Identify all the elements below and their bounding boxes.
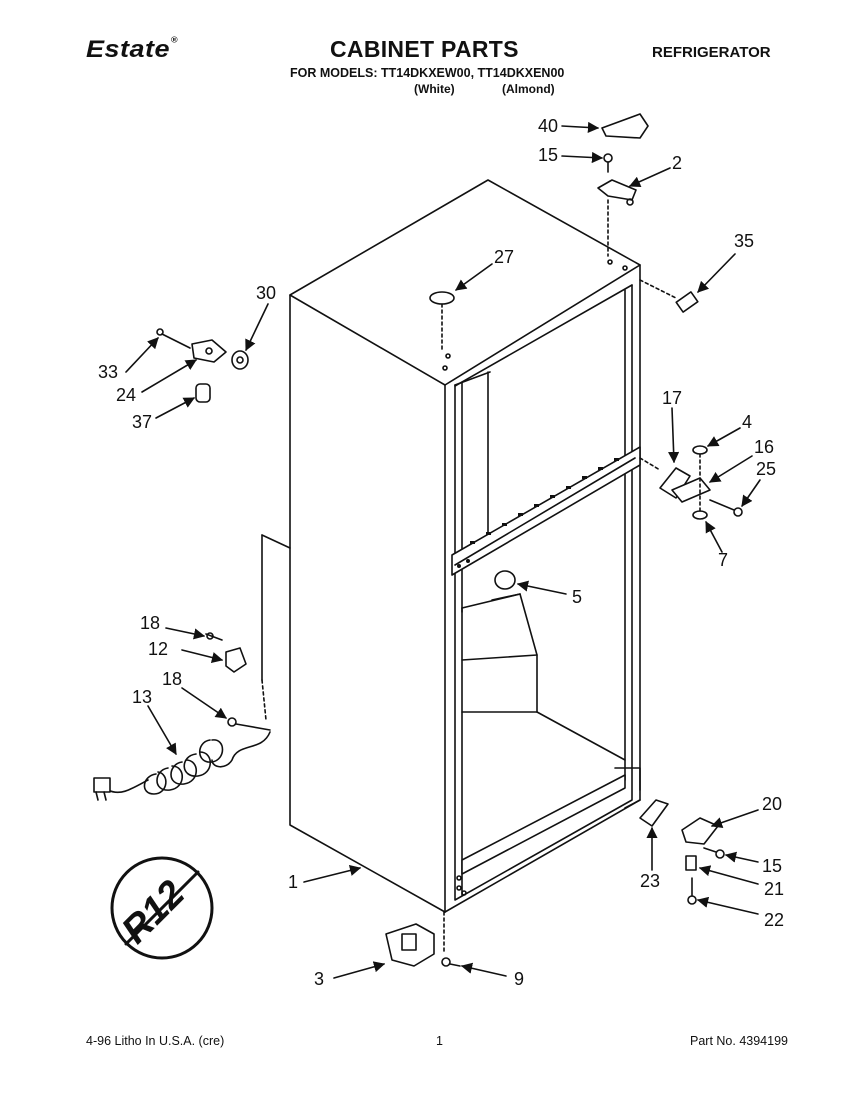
part-15-screw-top xyxy=(603,153,613,173)
registered-mark: ® xyxy=(171,35,179,45)
leader-9 xyxy=(460,962,507,977)
callout-24: 24 xyxy=(116,385,137,405)
footer-print-info: 4-96 Litho In U.S.A. (cre) xyxy=(86,1034,225,1048)
part-17-center-hinge-shim xyxy=(659,467,691,499)
brand-name: Estate xyxy=(86,35,171,63)
leader-5 xyxy=(516,580,567,595)
callout-23: 23 xyxy=(640,871,661,891)
part-18-screw-upper xyxy=(205,632,223,641)
models-line: FOR MODELS: TT14DKXEW00, TT14DKXEN00 xyxy=(290,66,565,80)
callout-1: 1 xyxy=(288,872,299,892)
part-2-top-hinge xyxy=(597,179,637,201)
leader-15-bottom xyxy=(724,851,759,863)
leader-16 xyxy=(709,455,753,483)
part-24-door-stop xyxy=(191,339,227,363)
leader-33 xyxy=(125,337,159,373)
callout-5: 5 xyxy=(572,587,583,607)
leader-4 xyxy=(707,427,741,447)
footer-part-number: Part No. 4394199 xyxy=(690,1034,788,1048)
part-23-shim xyxy=(639,799,669,827)
part-7-washer xyxy=(692,510,708,520)
part-5-plug xyxy=(494,570,516,590)
leader-27 xyxy=(455,263,493,291)
callout-7: 7 xyxy=(718,550,729,570)
leader-1 xyxy=(303,865,362,883)
leader-24 xyxy=(141,359,197,393)
part-12-cord-clamp xyxy=(225,647,247,673)
cabinet-body xyxy=(261,179,641,913)
appliance-type: REFRIGERATOR xyxy=(652,44,771,61)
leader-18-upper xyxy=(165,627,206,640)
part-22-screw xyxy=(687,877,697,905)
leader-18-lower xyxy=(181,687,227,719)
part-25-screw xyxy=(709,499,743,517)
callout-30: 30 xyxy=(256,283,277,303)
leader-30 xyxy=(245,303,269,352)
part-20-bottom-hinge xyxy=(681,817,719,845)
part-30-washer xyxy=(231,350,249,370)
callout-21: 21 xyxy=(764,879,785,899)
part-9-screw xyxy=(441,957,461,967)
callout-3: 3 xyxy=(314,969,325,989)
leader-20 xyxy=(710,809,759,828)
leader-2 xyxy=(628,167,671,187)
leader-37 xyxy=(155,397,195,419)
callout-15-top: 15 xyxy=(538,145,559,165)
part-13-power-cord xyxy=(93,731,271,801)
r12-refrigerant-symbol xyxy=(110,856,214,960)
leader-25 xyxy=(741,479,761,507)
callout-22: 22 xyxy=(764,910,785,930)
callout-17: 17 xyxy=(662,388,683,408)
callout-35: 35 xyxy=(734,231,755,251)
part-4-washer xyxy=(692,445,708,455)
callout-18-upper: 18 xyxy=(140,613,161,633)
part-33-screw xyxy=(156,328,191,349)
callout-16: 16 xyxy=(754,437,775,457)
rail-holes xyxy=(457,458,619,568)
callout-12: 12 xyxy=(148,639,169,659)
color-white-label: (White) xyxy=(414,82,455,96)
leader-12 xyxy=(181,649,224,663)
footer-page-number: 1 xyxy=(436,1034,443,1048)
page-title: CABINET PARTS xyxy=(330,36,519,62)
leader-40 xyxy=(561,121,600,134)
callout-27: 27 xyxy=(494,247,515,267)
leader-3 xyxy=(333,961,386,979)
part-18-screw-lower xyxy=(227,717,271,731)
part-27-plug xyxy=(429,291,455,305)
callout-15-bottom: 15 xyxy=(762,856,783,876)
brand-logo: Estate® xyxy=(86,36,178,64)
callout-4: 4 xyxy=(742,412,753,432)
part-40-hinge-cover xyxy=(601,113,649,139)
callout-13: 13 xyxy=(132,687,153,707)
leader-35 xyxy=(697,253,736,293)
callout-40: 40 xyxy=(538,116,559,136)
callout-9: 9 xyxy=(514,969,525,989)
leader-21 xyxy=(698,865,759,885)
part-37-bushing xyxy=(195,383,211,403)
callout-2: 2 xyxy=(672,153,683,173)
part-35-spacer xyxy=(675,291,699,313)
part-15-screw-bottom xyxy=(703,847,725,859)
callout-25: 25 xyxy=(756,459,777,479)
leader-17 xyxy=(668,407,680,464)
callout-18-lower: 18 xyxy=(162,669,183,689)
color-almond-label: (Almond) xyxy=(502,82,555,96)
callout-20: 20 xyxy=(762,794,783,814)
leader-22 xyxy=(696,896,759,915)
leader-7 xyxy=(705,521,723,553)
leader-13 xyxy=(147,705,177,755)
callout-33: 33 xyxy=(98,362,119,382)
leader-15-top xyxy=(561,151,604,164)
part-21-hinge-pin xyxy=(685,855,697,871)
callout-37: 37 xyxy=(132,412,153,432)
